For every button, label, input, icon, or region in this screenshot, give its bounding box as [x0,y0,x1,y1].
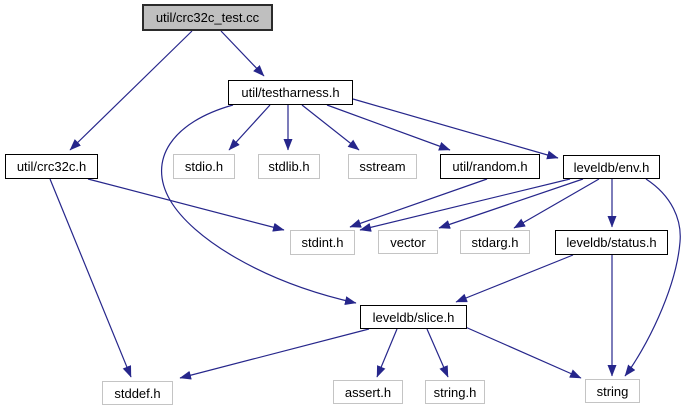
node-label: stdarg.h [471,234,519,250]
node-label: leveldb/env.h [573,159,650,175]
edge-testharness-to-slice [160,104,357,305]
node-string: string [585,379,640,403]
edge-env-to-vector [438,178,584,229]
node-status-h[interactable]: leveldb/status.h [555,230,668,255]
node-string-h: string.h [425,380,485,404]
node-slice-h[interactable]: leveldb/slice.h [360,305,467,329]
edge-slice-to-stddef [179,328,370,380]
node-stdarg-h: stdarg.h [460,230,530,254]
edge-slice-to-assert [376,328,398,378]
edge-crc32c-to-stdint [87,178,285,232]
edge-testharness-to-env [352,98,559,160]
node-label: stdio.h [184,159,224,174]
edge-testharness-to-sstream [301,104,360,151]
node-stdint-h: stdint.h [290,230,355,255]
node-label: string.h [433,384,477,400]
node-crc32c-test-cc: util/crc32c_test.cc [142,4,273,31]
node-label: assert.h [344,384,392,400]
node-label: vector [390,234,426,250]
node-stdlib-h: stdlib.h [258,154,320,179]
node-crc32c-h[interactable]: util/crc32c.h [5,154,98,179]
node-label: util/testharness.h [241,85,340,100]
node-stdio-h: stdio.h [173,154,235,179]
edge-crc32c-to-stddef [49,178,132,378]
edge-slice-to-string [462,325,582,379]
node-assert-h: assert.h [333,380,403,404]
edge-random-to-stdint [349,178,488,228]
edge-testharness-to-stdio [228,104,271,151]
node-label: stddef.h [114,385,161,401]
edge-env-to-stdarg [513,178,600,229]
node-label: stdlib.h [268,159,310,174]
edge-slice-to-string_h [426,328,449,378]
edge-env-to-string [624,178,681,377]
node-testharness-h[interactable]: util/testharness.h [228,80,353,105]
node-label: leveldb/slice.h [372,309,455,325]
edge-env-to-stdint [359,178,571,232]
node-sstream: sstream [348,154,417,179]
node-random-h[interactable]: util/random.h [440,154,540,179]
node-env-h[interactable]: leveldb/env.h [563,155,660,179]
node-label: util/crc32c_test.cc [155,10,260,25]
node-label: stdint.h [301,235,344,250]
edge-crc32c_test-to-testharness [220,30,265,77]
node-stddef-h: stddef.h [102,381,173,405]
edge-testharness-to-random [326,104,451,151]
edge-crc32c_test-to-crc32c [69,30,193,151]
node-label: sstream [359,159,406,174]
edge-status-to-slice [455,254,574,303]
node-vector: vector [378,230,438,254]
node-label: util/crc32c.h [16,159,87,174]
node-label: string [596,383,629,399]
node-label: leveldb/status.h [566,235,657,250]
node-label: util/random.h [452,159,528,174]
